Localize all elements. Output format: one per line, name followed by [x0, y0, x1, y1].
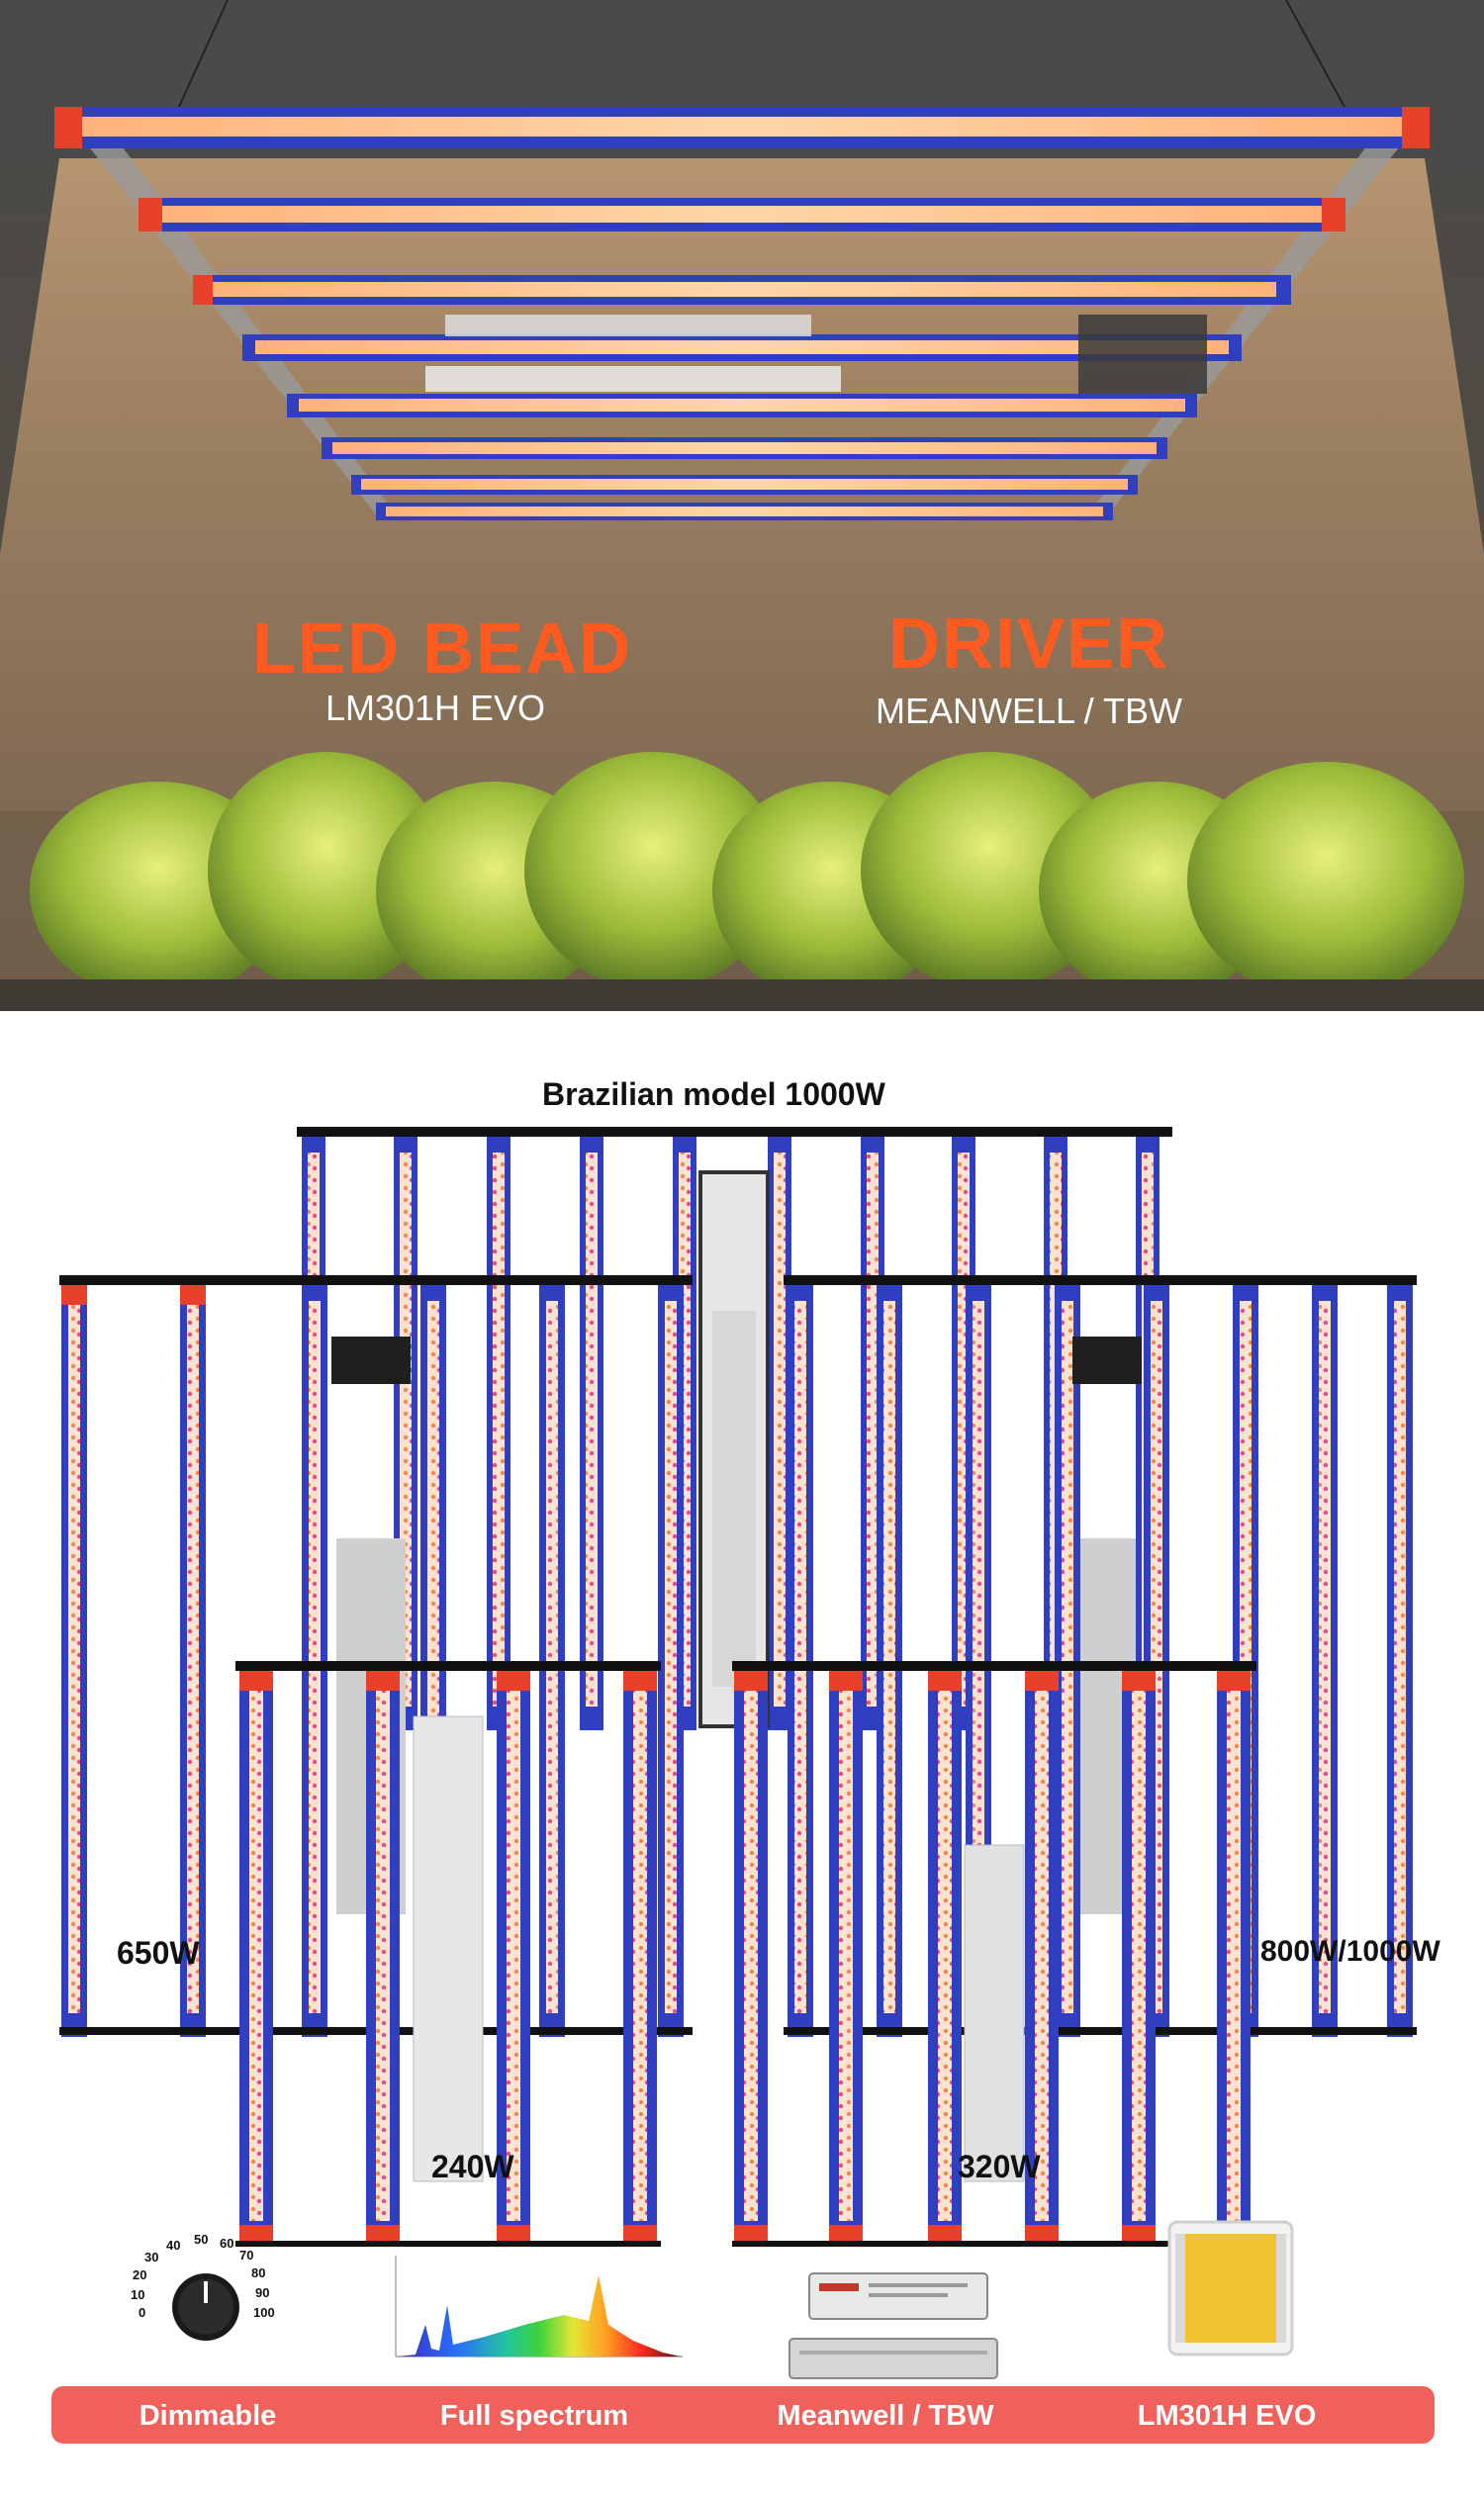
feature-label-full-spectrum: Full spectrum — [439, 2400, 629, 2432]
led-bead-model: LM301H EVO — [325, 688, 546, 728]
dial-tick: 60 — [220, 2236, 233, 2251]
240w-panel — [235, 1661, 661, 2247]
label-240w: 240W — [431, 2149, 514, 2184]
feature-label-led-chip: LM301H EVO — [1137, 2400, 1317, 2432]
dial-tick: 20 — [133, 2267, 146, 2282]
driver-title: DRIVER — [887, 604, 1170, 684]
800w-1000w-panel — [784, 1275, 1417, 2037]
dial-tick: 100 — [253, 2305, 275, 2320]
hero-banner: LED BEAD LM301H EVO DRIVER MEANWELL / TB… — [0, 0, 1484, 1011]
label-650w: 650W — [117, 1935, 200, 1971]
driver-icon — [788, 2272, 998, 2379]
dial-tick: 10 — [131, 2287, 144, 2302]
dial-tick: 80 — [251, 2265, 265, 2280]
dial-tick: 0 — [139, 2305, 145, 2320]
dial-tick: 70 — [239, 2248, 253, 2263]
led-bead-title: LED BEAD — [252, 609, 633, 689]
label-800w-1000w: 800W/1000W — [1260, 1935, 1440, 1968]
led-chip-icon — [1167, 2220, 1294, 2357]
model-lineup-illustration — [59, 1127, 1417, 2247]
plants-illustration — [0, 752, 1484, 1011]
dial-tick: 40 — [166, 2238, 180, 2253]
label-320w: 320W — [958, 2149, 1041, 2184]
spectrum-graph-icon — [395, 2256, 683, 2357]
dial-tick: 90 — [255, 2285, 269, 2300]
driver-brands: MEANWELL / TBW — [875, 691, 1183, 731]
dial-tick: 50 — [194, 2232, 208, 2247]
dial-tick: 30 — [144, 2250, 158, 2265]
dimmer-knob-icon: 0 10 20 30 40 50 60 70 80 90 100 — [131, 2232, 275, 2341]
brazilian-model-title: Brazilian model 1000W — [542, 1076, 885, 1112]
grow-light-bars — [54, 107, 1430, 520]
feature-bar — [51, 2386, 1435, 2444]
feature-label-driver: Meanwell / TBW — [777, 2400, 994, 2432]
light-beam-illustration — [0, 0, 1484, 1011]
feature-label-dimmable: Dimmable — [139, 2400, 277, 2432]
320w-panel — [732, 1661, 1256, 2247]
